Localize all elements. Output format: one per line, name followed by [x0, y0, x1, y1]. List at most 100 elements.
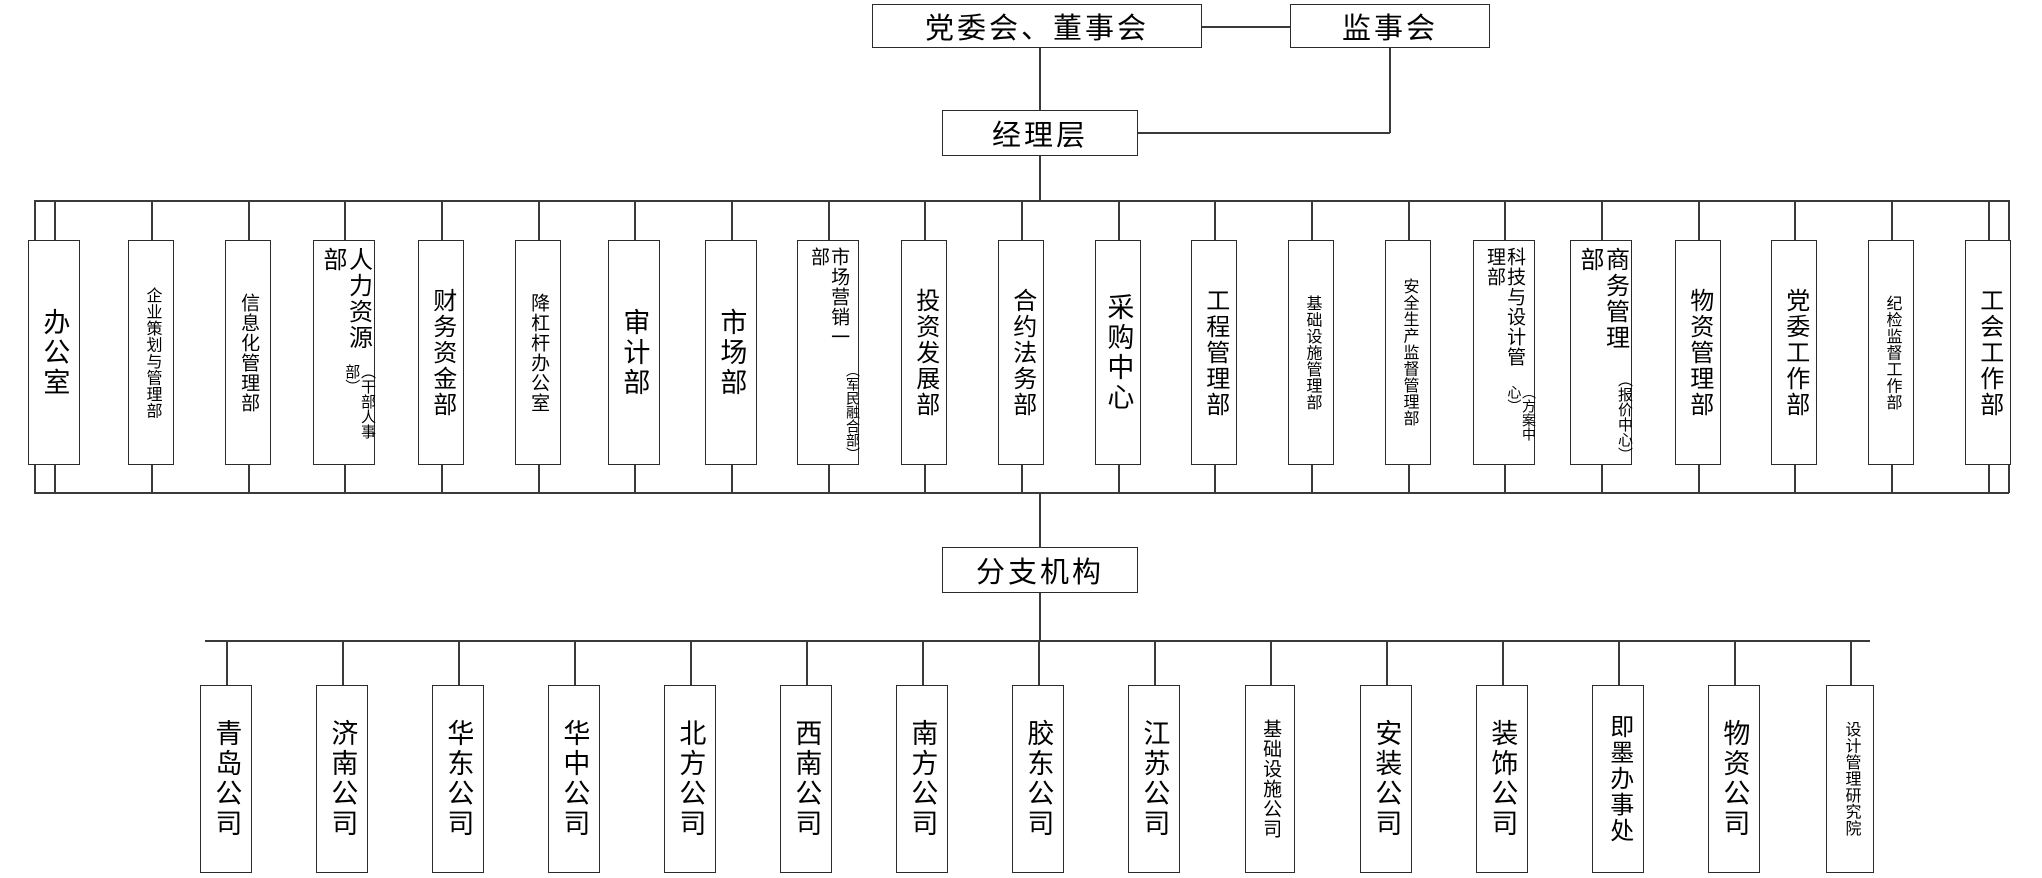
department-node[interactable]: 人力资源部（干部人事部） [313, 240, 375, 465]
connector-management-supervisors [1138, 132, 1390, 134]
department-label: 办公室 [39, 307, 70, 398]
department-node[interactable]: 市场营销一部（军民融合部） [797, 240, 859, 465]
connector-branch-stub [690, 640, 692, 685]
department-node[interactable]: 办公室 [28, 240, 80, 465]
connector-department-stub-bottom [54, 465, 56, 492]
department-label: 商务管理部 [1576, 247, 1628, 351]
department-node[interactable]: 安全生产监督管理部 [1385, 240, 1431, 465]
connector-department-stub-bottom [828, 465, 830, 492]
branch-label: 胶东公司 [1023, 719, 1054, 839]
connector-department-stub-bottom [634, 465, 636, 492]
department-node[interactable]: 工程管理部 [1191, 240, 1237, 465]
connector-branch-stub [226, 640, 228, 685]
branch-label: 即墨办事处 [1605, 714, 1632, 844]
connector-supervisors-down [1389, 48, 1391, 133]
branch-node[interactable]: 装饰公司 [1476, 685, 1528, 873]
department-node[interactable]: 工会工作部 [1965, 240, 2011, 465]
department-node[interactable]: 企业策划与管理部 [128, 240, 174, 465]
branch-label: 安装公司 [1371, 719, 1402, 839]
connector-department-stub-top [1698, 200, 1700, 240]
connector-branch-stub [342, 640, 344, 685]
department-label: 党委工作部 [1781, 287, 1808, 418]
connector-department-stub-bottom [1891, 465, 1893, 492]
connector-department-stub-top [1311, 200, 1313, 240]
department-label: 物资管理部 [1685, 287, 1712, 418]
department-label: 合约法务部 [1008, 287, 1035, 418]
branch-node[interactable]: 即墨办事处 [1592, 685, 1644, 873]
department-node[interactable]: 科技与设计管理部 （方案中心） [1473, 240, 1535, 465]
department-node[interactable]: 采购中心 [1095, 240, 1141, 465]
department-node[interactable]: 基础设施管理部 [1288, 240, 1334, 465]
connector-department-stub-top [1408, 200, 1410, 240]
department-node[interactable]: 财务资金部 [418, 240, 464, 465]
department-node[interactable]: 降杠杆办公室 [515, 240, 561, 465]
branch-node[interactable]: 基础设施公司 [1245, 685, 1295, 873]
department-node[interactable]: 市场部 [705, 240, 757, 465]
department-node[interactable]: 投资发展部 [901, 240, 947, 465]
connector-department-stub-top [731, 200, 733, 240]
department-label: 工会工作部 [1975, 287, 2002, 418]
department-node[interactable]: 信息化管理部 [225, 240, 271, 465]
connector-branch-stub [1618, 640, 1620, 685]
connector-department-stub-top [1118, 200, 1120, 240]
branch-node[interactable]: 胶东公司 [1012, 685, 1064, 873]
department-node[interactable]: 党委工作部 [1771, 240, 1817, 465]
connector-department-stub-bottom [248, 465, 250, 492]
connector-branch-stub [574, 640, 576, 685]
department-sublabel: （干部人事部） [343, 363, 375, 439]
node-branch-hub[interactable]: 分支机构 [942, 547, 1138, 593]
connector-department-stub-top [344, 200, 346, 240]
connector-branch-stub [1734, 640, 1736, 685]
connector-department-bus-bottom [34, 492, 2009, 494]
connector-department-stub-bottom [1311, 465, 1313, 492]
department-sublabel: （方案中心） [1505, 385, 1535, 442]
branch-label: 装饰公司 [1487, 719, 1518, 839]
connector-branch-stub [1386, 640, 1388, 685]
connector-department-stub-top [54, 200, 56, 240]
connector-branch-stub [1154, 640, 1156, 685]
department-label: 纪检监督工作部 [1883, 294, 1901, 411]
branch-label: 基础设施公司 [1260, 719, 1282, 839]
department-node[interactable]: 纪检监督工作部 [1868, 240, 1914, 465]
node-supervisors[interactable]: 监事会 [1290, 4, 1490, 48]
connector-department-stub-top [151, 200, 153, 240]
connector-branch-stub [458, 640, 460, 685]
connector-branch-stub [1270, 640, 1272, 685]
branch-node[interactable]: 济南公司 [316, 685, 368, 873]
connector-department-stub-bottom [441, 465, 443, 492]
department-label: 科技与设计管理部 [1484, 247, 1526, 367]
branch-node[interactable]: 华东公司 [432, 685, 484, 873]
connector-branch-stub [1502, 640, 1504, 685]
branch-label: 南方公司 [907, 719, 938, 839]
node-board[interactable]: 党委会、董事会 [872, 4, 1202, 48]
connector-department-stub-top [924, 200, 926, 240]
connector-department-stub-bottom [1601, 465, 1603, 492]
connector-bus-to-branchhub [1039, 492, 1041, 548]
node-management[interactable]: 经理层 [942, 110, 1138, 156]
branch-node[interactable]: 安装公司 [1360, 685, 1412, 873]
branch-node[interactable]: 南方公司 [896, 685, 948, 873]
branch-node[interactable]: 江苏公司 [1128, 685, 1180, 873]
department-node[interactable]: 物资管理部 [1675, 240, 1721, 465]
branch-node[interactable]: 设计管理研究院 [1826, 685, 1874, 873]
connector-department-stub-bottom [1021, 465, 1023, 492]
department-node[interactable]: 商务管理部（报价中心） [1570, 240, 1632, 465]
branch-node[interactable]: 青岛公司 [200, 685, 252, 873]
connector-department-stub-bottom [1698, 465, 1700, 492]
connector-department-stub-bottom [1408, 465, 1410, 492]
branch-label: 北方公司 [675, 719, 706, 839]
branch-node[interactable]: 西南公司 [780, 685, 832, 873]
connector-management-bus [1039, 156, 1041, 201]
department-node[interactable]: 合约法务部 [998, 240, 1044, 465]
branch-node[interactable]: 物资公司 [1708, 685, 1760, 873]
branch-node[interactable]: 华中公司 [548, 685, 600, 873]
connector-department-stub-bottom [924, 465, 926, 492]
department-label: 安全生产监督管理部 [1400, 278, 1418, 427]
connector-department-stub-top [1891, 200, 1893, 240]
department-label: 市场营销一部 [808, 247, 850, 347]
connector-branch-stub [1850, 640, 1852, 685]
department-node[interactable]: 审计部 [608, 240, 660, 465]
connector-board-supervisors [1202, 26, 1290, 28]
connector-department-stub-top [828, 200, 830, 240]
branch-node[interactable]: 北方公司 [664, 685, 716, 873]
